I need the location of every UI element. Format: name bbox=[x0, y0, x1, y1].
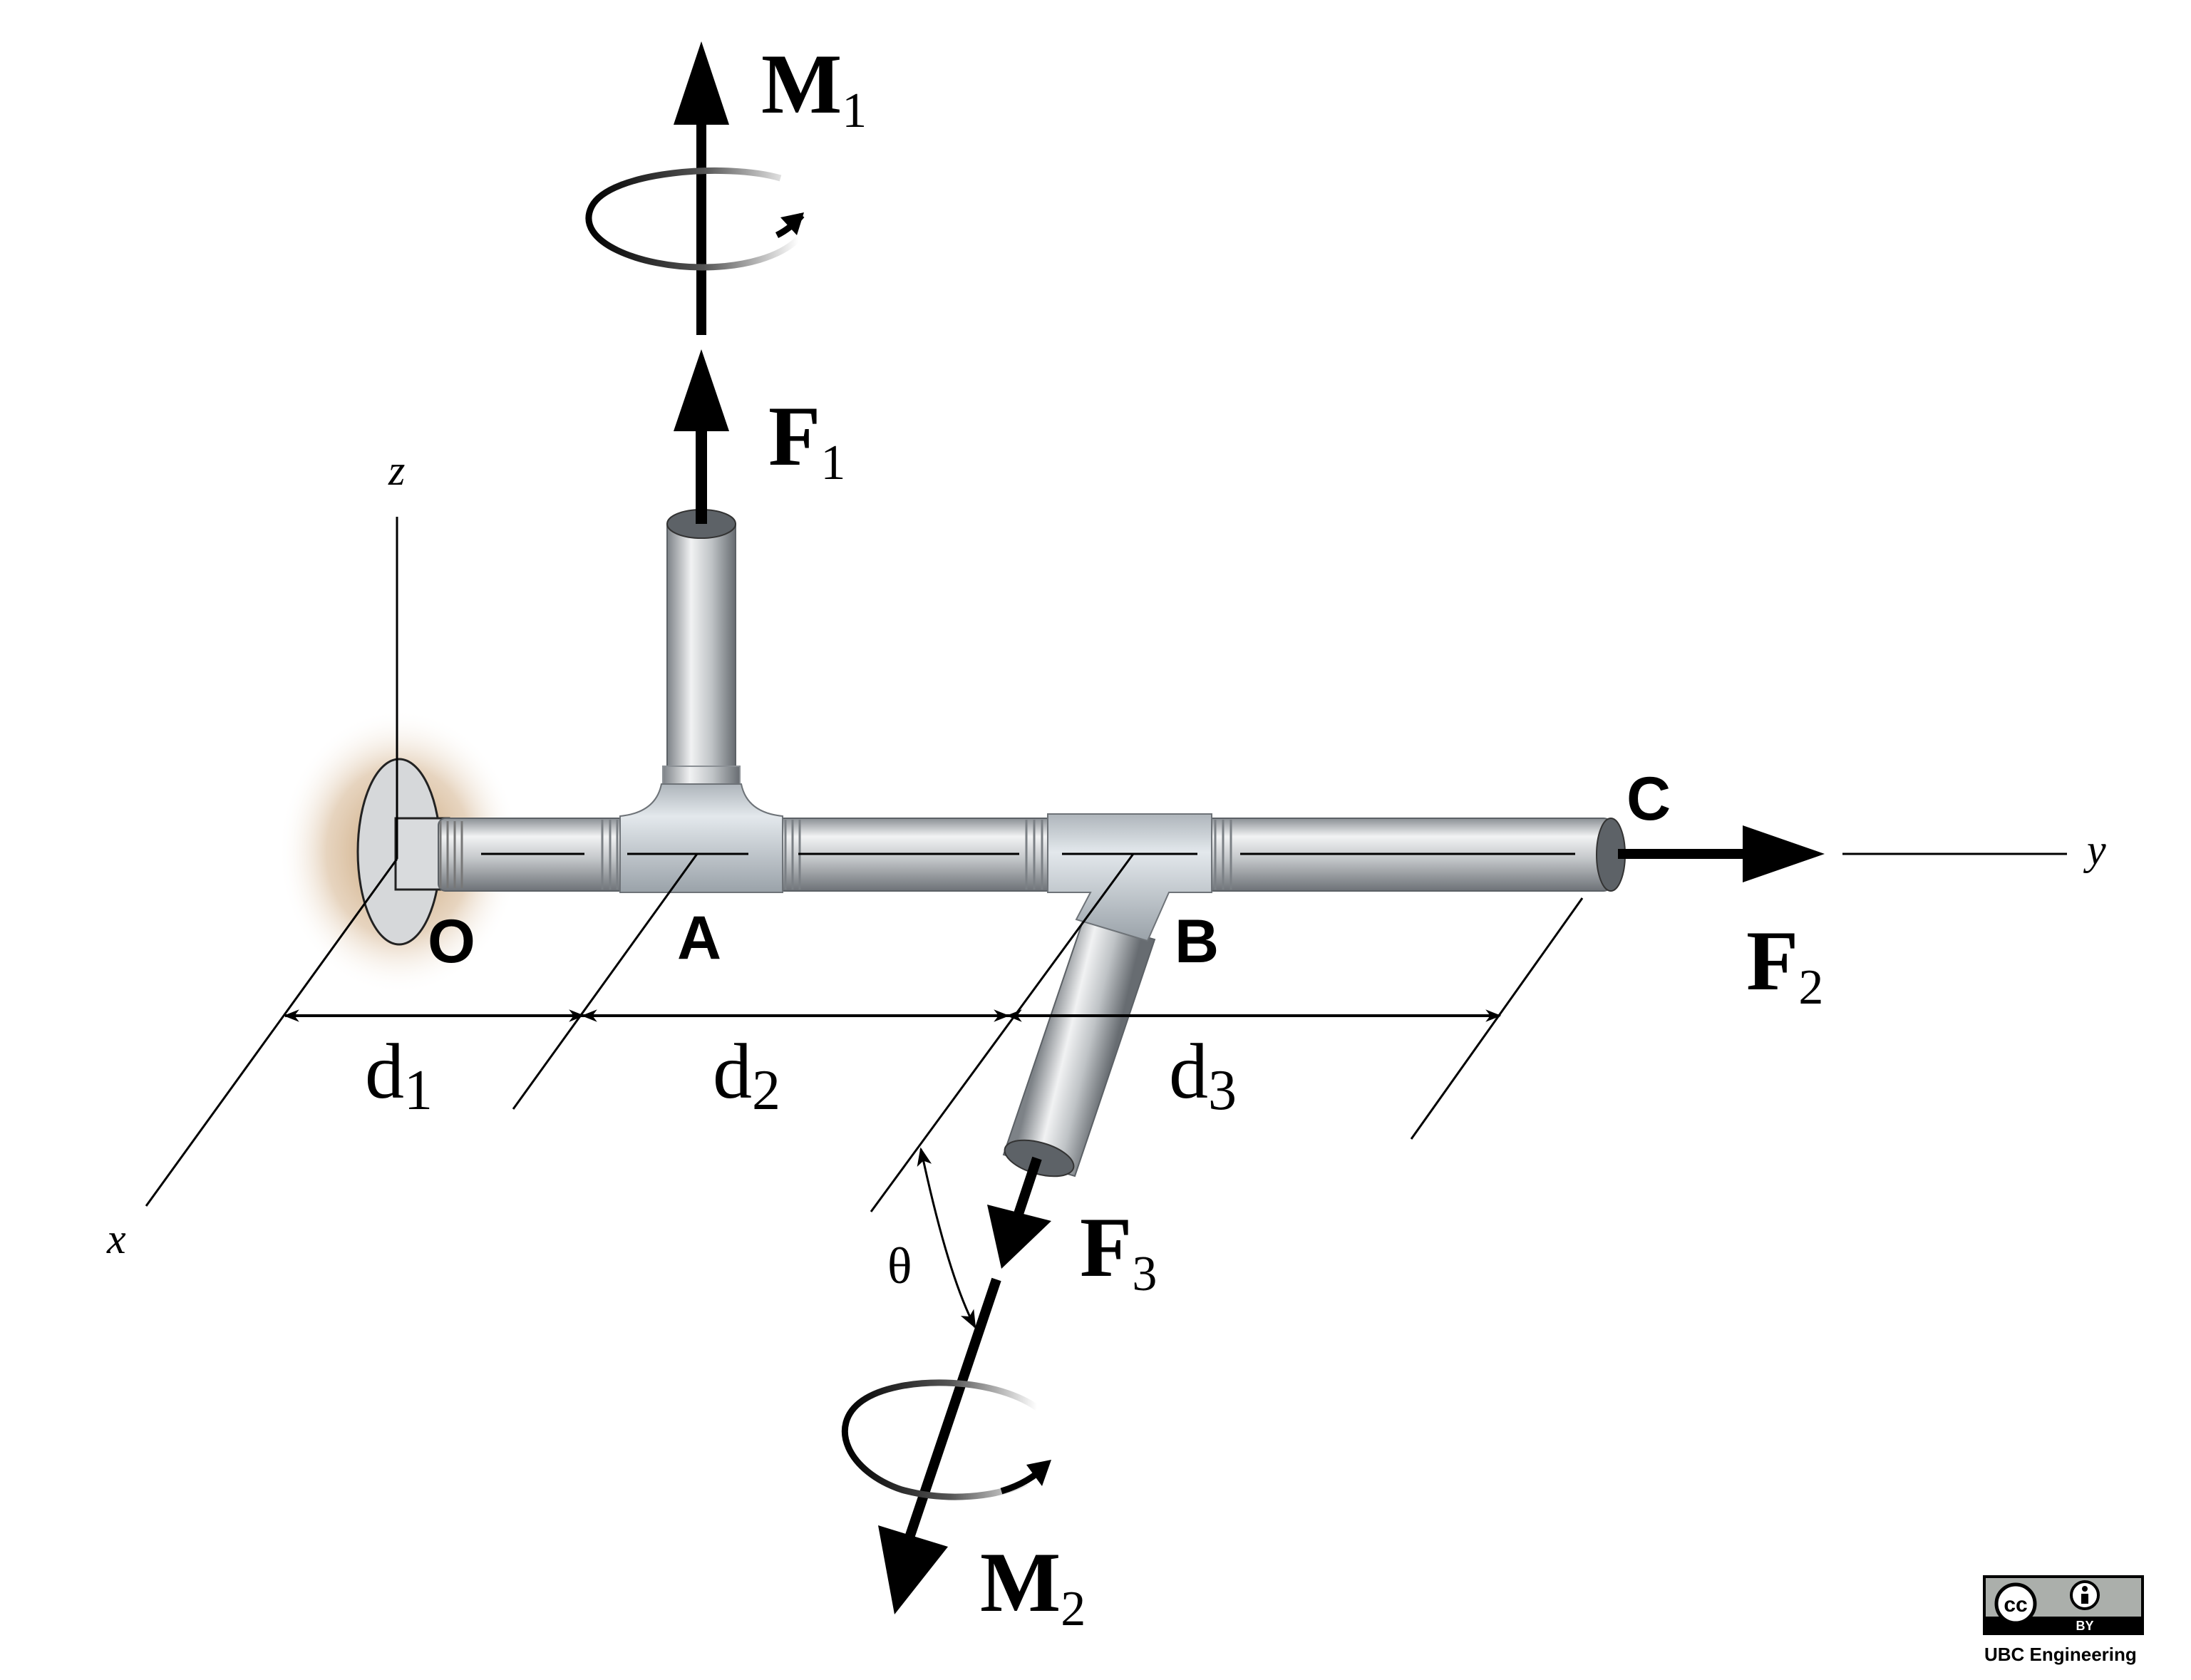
dim-d2-label: d2 bbox=[713, 1028, 780, 1122]
force-f3-arrow bbox=[987, 1156, 1051, 1269]
force-f1-arrow bbox=[674, 349, 729, 524]
dim-d1-label: d1 bbox=[365, 1028, 433, 1122]
svg-text:BY: BY bbox=[2076, 1619, 2093, 1633]
point-b-label: B bbox=[1175, 907, 1219, 976]
diagonal-pipe bbox=[1002, 918, 1156, 1177]
point-c-label: C bbox=[1627, 765, 1671, 833]
svg-text:cc: cc bbox=[2004, 1593, 2027, 1617]
z-axis-label: z bbox=[388, 447, 405, 494]
threads-b bbox=[1025, 820, 1232, 890]
force-f2-label: F2 bbox=[1746, 913, 1823, 1015]
point-o-label: O bbox=[428, 907, 475, 976]
tee-fitting-a bbox=[619, 783, 783, 893]
threads-a bbox=[601, 820, 801, 890]
force-f2-arrow bbox=[1618, 825, 1825, 882]
dim-d3-label: d3 bbox=[1169, 1028, 1237, 1122]
moment-m2-label: M2 bbox=[980, 1535, 1086, 1637]
force-f1-label: F1 bbox=[768, 388, 845, 490]
threads-o bbox=[439, 821, 463, 888]
cc-icon bbox=[1994, 1582, 2037, 1625]
cc-by-license-badge: cc BY bbox=[1983, 1575, 2144, 1635]
x-axis bbox=[145, 858, 398, 1207]
vertical-pipe bbox=[666, 523, 736, 795]
moment-m1-label: M1 bbox=[761, 36, 867, 138]
moment-m2-arrow bbox=[841, 1277, 1051, 1614]
point-a-label: A bbox=[677, 904, 721, 972]
moment-m1-arrow bbox=[585, 41, 805, 335]
force-f3-label: F3 bbox=[1080, 1200, 1157, 1302]
tee-fitting-b bbox=[1047, 813, 1212, 942]
angle-theta-arc bbox=[917, 1147, 976, 1329]
credit-label: UBC Engineering bbox=[1984, 1644, 2137, 1665]
x-axis-label: x bbox=[106, 1215, 126, 1262]
y-axis-label: y bbox=[2083, 826, 2106, 873]
angle-theta-label: θ bbox=[887, 1237, 912, 1294]
